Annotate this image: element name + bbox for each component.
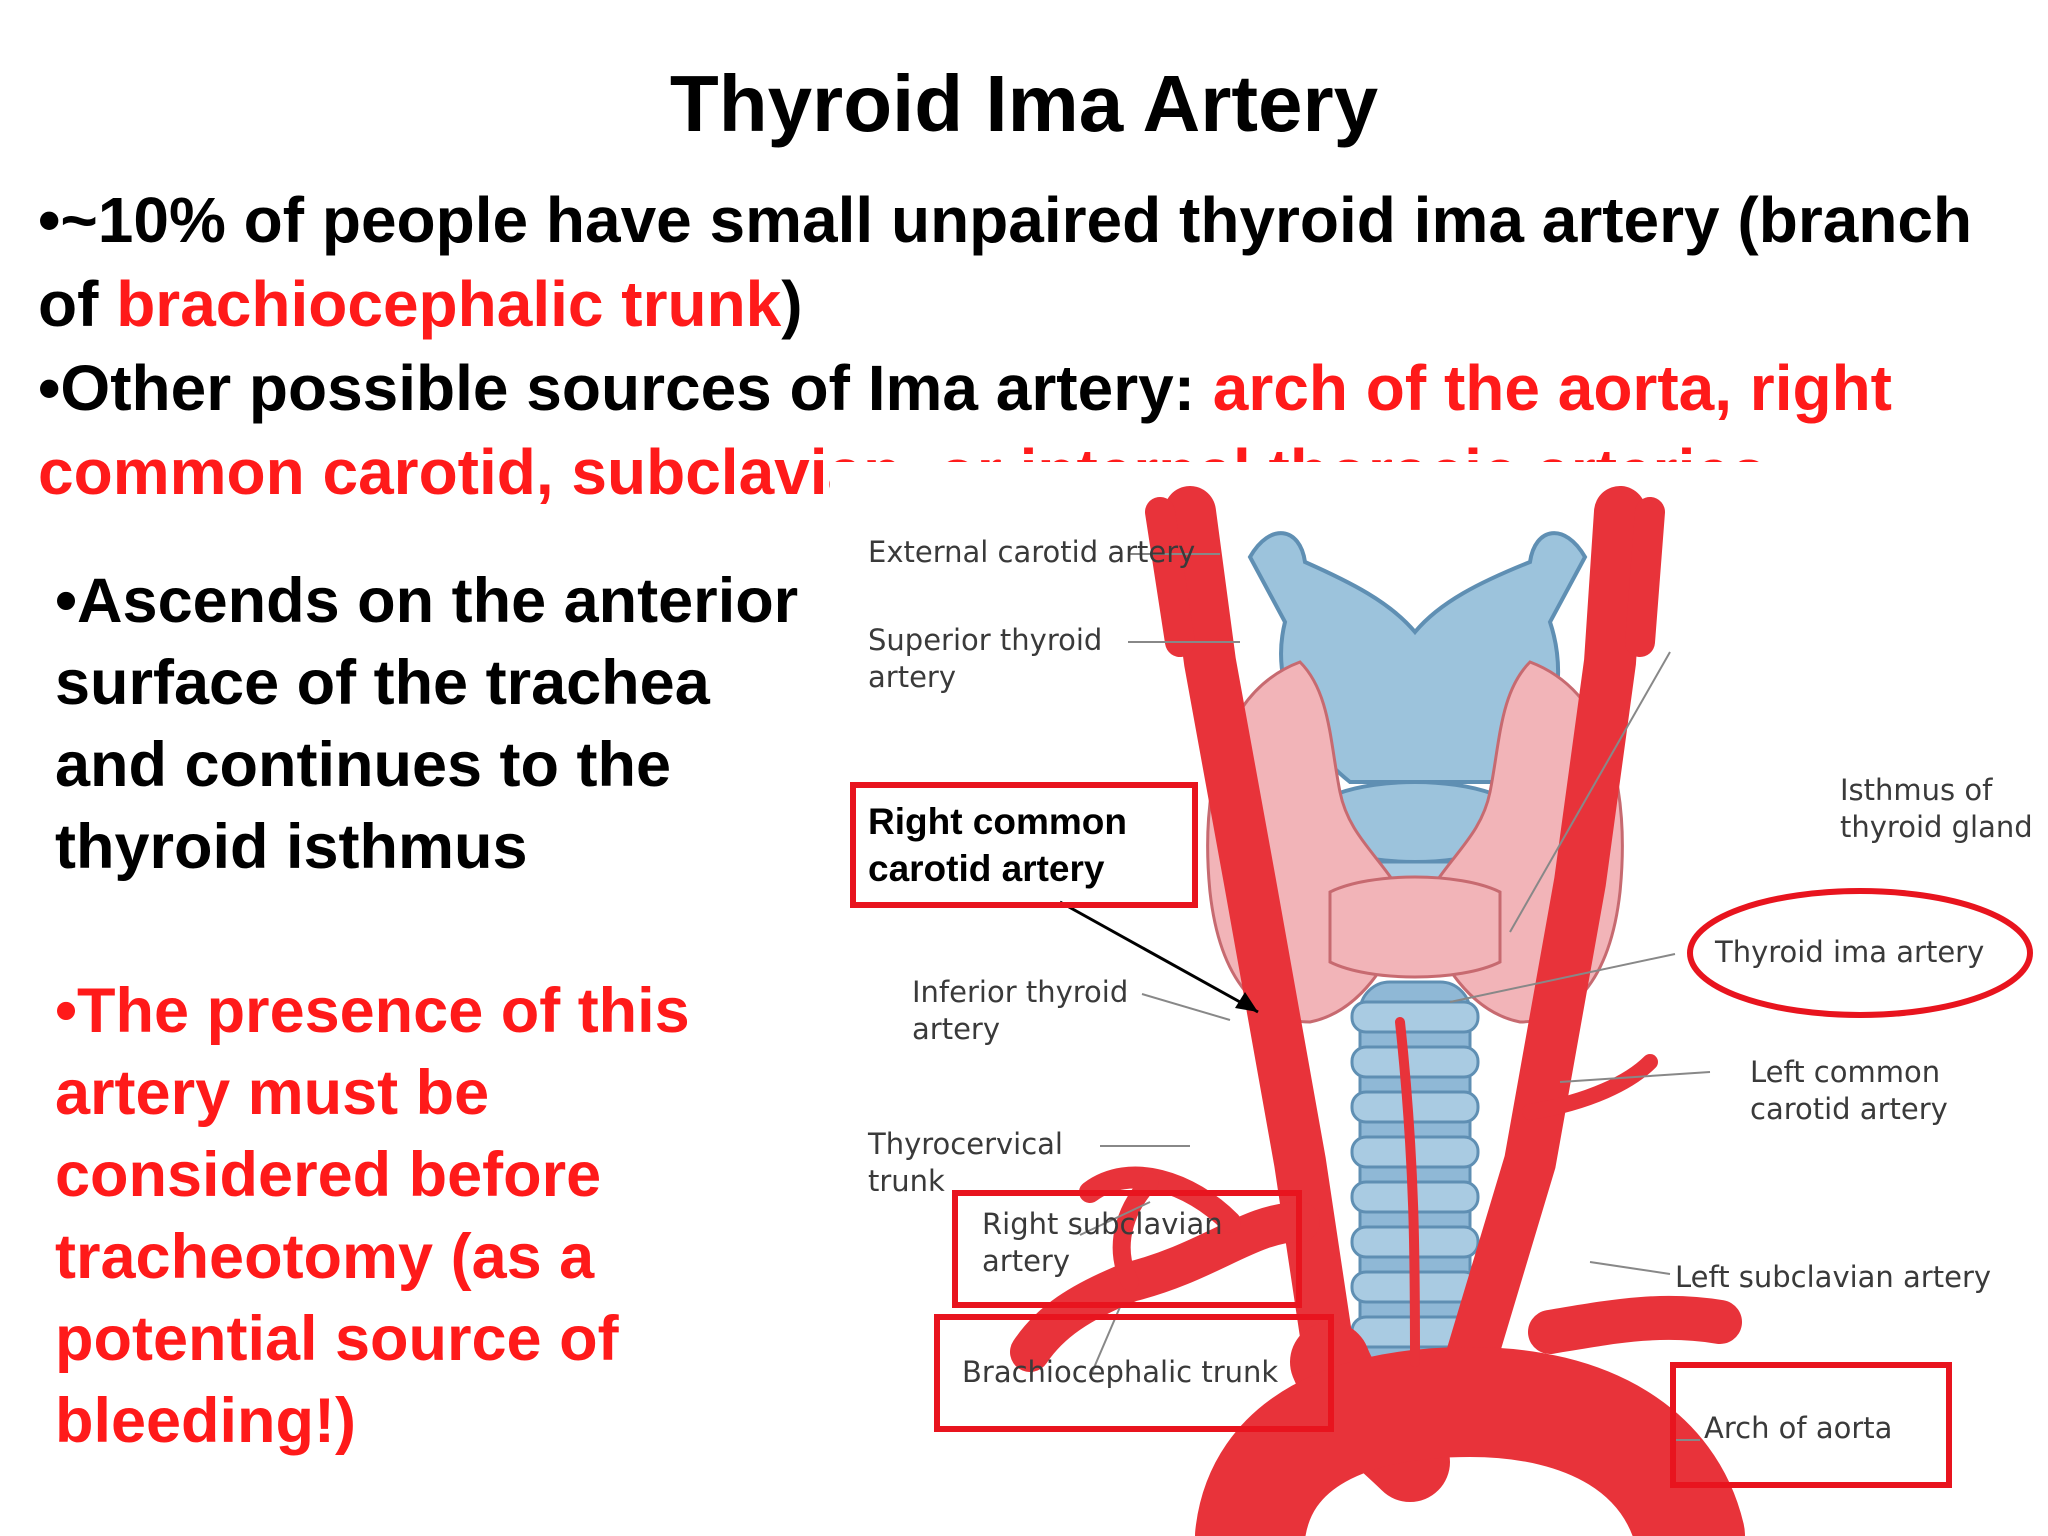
bullet-1-highlight: brachiocephalic trunk	[116, 268, 782, 340]
label-thyrocervical: Thyrocervical trunk	[868, 1127, 1063, 1198]
highlight-box-right-common-carotid	[850, 782, 1198, 908]
label-left-common-carotid: Left common carotid artery	[1750, 1055, 1948, 1126]
thyroid-ima-highlight-oval	[1687, 888, 2033, 1018]
label-external-carotid: External carotid artery	[868, 535, 1196, 569]
bullet-1-text: •~10% of people have small unpaired thyr…	[38, 184, 1973, 340]
bullet-1-end: )	[781, 268, 803, 340]
label-superior-thyroid: Superior thyroid artery	[868, 623, 1103, 694]
anatomy-figure: External carotid artery Superior thyroid…	[830, 462, 2048, 1536]
anatomy-illustration	[1010, 486, 2033, 1536]
label-isthmus: Isthmus of thyroid gland	[1840, 773, 2033, 844]
leader-lines	[1079, 553, 1711, 1441]
thyroid-isthmus	[1328, 875, 1502, 979]
label-thyroid-ima: Thyroid ima artery	[1715, 935, 1985, 969]
right-common-carotid-pointer	[1059, 900, 1259, 1014]
label-arch-aorta: Arch of aorta	[1704, 1411, 1893, 1445]
label-inferior-thyroid: Inferior thyroid artery	[912, 975, 1129, 1046]
label-right-common-carotid: Right common carotid artery	[868, 801, 1127, 889]
label-brachiocephalic: Brachiocephalic trunk	[962, 1355, 1279, 1389]
label-right-subclavian: Right subclavian artery	[982, 1207, 1223, 1278]
highlight-box-arch-aorta	[1670, 1362, 1952, 1488]
highlight-box-brachiocephalic	[934, 1314, 1334, 1432]
tracheotomy-warning-bullet: •The presence of this artery must be con…	[55, 976, 690, 1456]
page-title: Thyroid Ima Artery	[669, 59, 1379, 148]
ascends-bullet: •Ascends on the anterior surface of the …	[55, 566, 799, 882]
bullet-2-text: •Other possible sources of Ima artery:	[38, 352, 1213, 424]
arteries	[1010, 486, 1745, 1536]
highlight-box-right-subclavian	[952, 1190, 1302, 1308]
label-left-subclavian: Left subclavian artery	[1675, 1260, 1992, 1294]
